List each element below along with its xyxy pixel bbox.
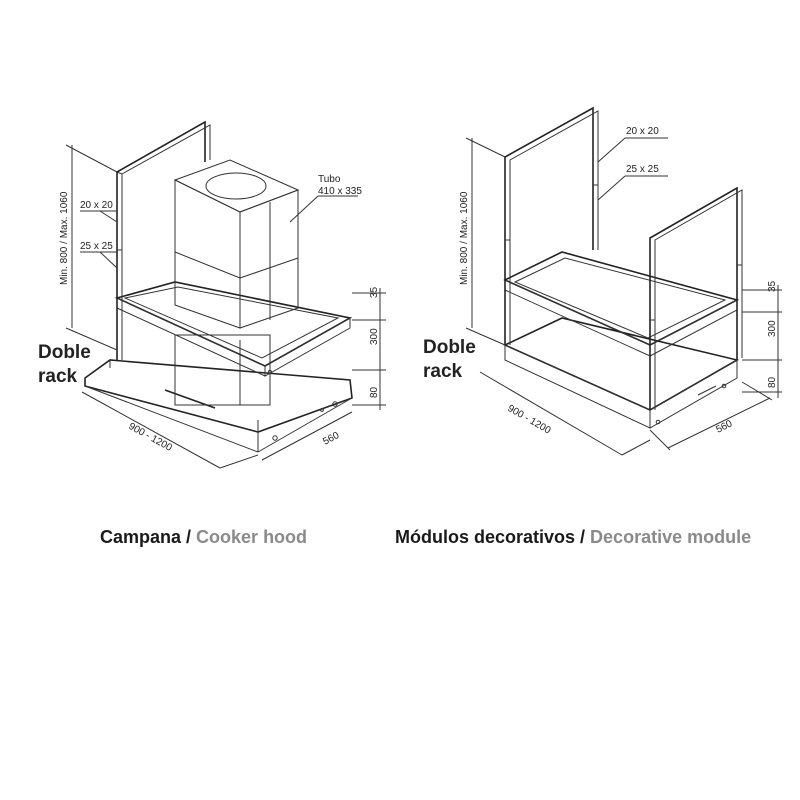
module-shelf: [503, 251, 740, 357]
profile-upper-label: 20 x 20: [80, 200, 113, 211]
decorative-module-drawing: 20 x 20 25 x 25 Min. 800 / Max. 1060 35 …: [423, 106, 782, 456]
module-profile-upper-label: 20 x 20: [626, 126, 659, 137]
module-frame-right: [649, 186, 743, 410]
rack-frame: [116, 120, 211, 360]
hood-body: [84, 359, 353, 453]
profile-lower-label: 25 x 25: [80, 241, 113, 252]
module-rack-label-line1: Doble: [423, 337, 476, 358]
module-dim-35: 35: [767, 280, 778, 292]
vertical-dimensions: 35 300 80: [352, 286, 386, 410]
module-rack-label-line2: rack: [423, 361, 463, 382]
rack-label-line1: Doble: [38, 342, 91, 363]
dim-300: 300: [369, 328, 380, 345]
module-vertical-dimensions: 35 300 80: [742, 280, 782, 398]
dim-35: 35: [369, 286, 380, 298]
tube-label: Tubo: [318, 174, 341, 185]
base-dimensions: 900 - 1200 560: [81, 391, 353, 469]
module-base-dimensions: 900 - 1200 560: [479, 371, 773, 456]
rack-label-line2: rack: [38, 366, 78, 387]
chimney-tube: [173, 159, 300, 329]
module-profile-lower-label: 25 x 25: [626, 164, 659, 175]
module-dim-depth: 560: [714, 418, 734, 436]
hood-caption: Campana / Cooker hood: [100, 527, 307, 548]
dim-80: 80: [369, 386, 380, 398]
dim-width: 900 - 1200: [127, 421, 175, 454]
module-base: [503, 317, 740, 429]
rack-shelf: [114, 281, 353, 377]
hood-caption-separator: /: [181, 527, 197, 547]
height-dimension: Min. 800 / Max. 1060: [59, 144, 118, 351]
module-height-label: Min. 800 / Max. 1060: [459, 191, 470, 285]
module-frame-left: [504, 106, 599, 345]
cooker-hood-drawing: Tubo 410 x 335 20 x 20 25 x 25 Min. 800 …: [38, 120, 386, 469]
module-caption-en: Decorative module: [590, 527, 752, 547]
hood-caption-es: Campana: [100, 527, 182, 547]
dim-depth: 560: [321, 430, 341, 448]
module-caption-es: Módulos decorativos: [395, 527, 576, 547]
module-caption-separator: /: [575, 527, 591, 547]
module-caption: Módulos decorativos / Decorative module: [395, 527, 751, 548]
height-label: Min. 800 / Max. 1060: [59, 191, 70, 285]
tube-size-label: 410 x 335: [318, 186, 362, 197]
tube-leader: [289, 195, 319, 223]
hood-caption-en: Cooker hood: [196, 527, 308, 547]
module-dim-80: 80: [767, 376, 778, 388]
module-height-dimension: Min. 800 / Max. 1060: [459, 137, 506, 346]
module-dim-width: 900 - 1200: [506, 403, 553, 437]
module-dim-300: 300: [767, 320, 778, 337]
